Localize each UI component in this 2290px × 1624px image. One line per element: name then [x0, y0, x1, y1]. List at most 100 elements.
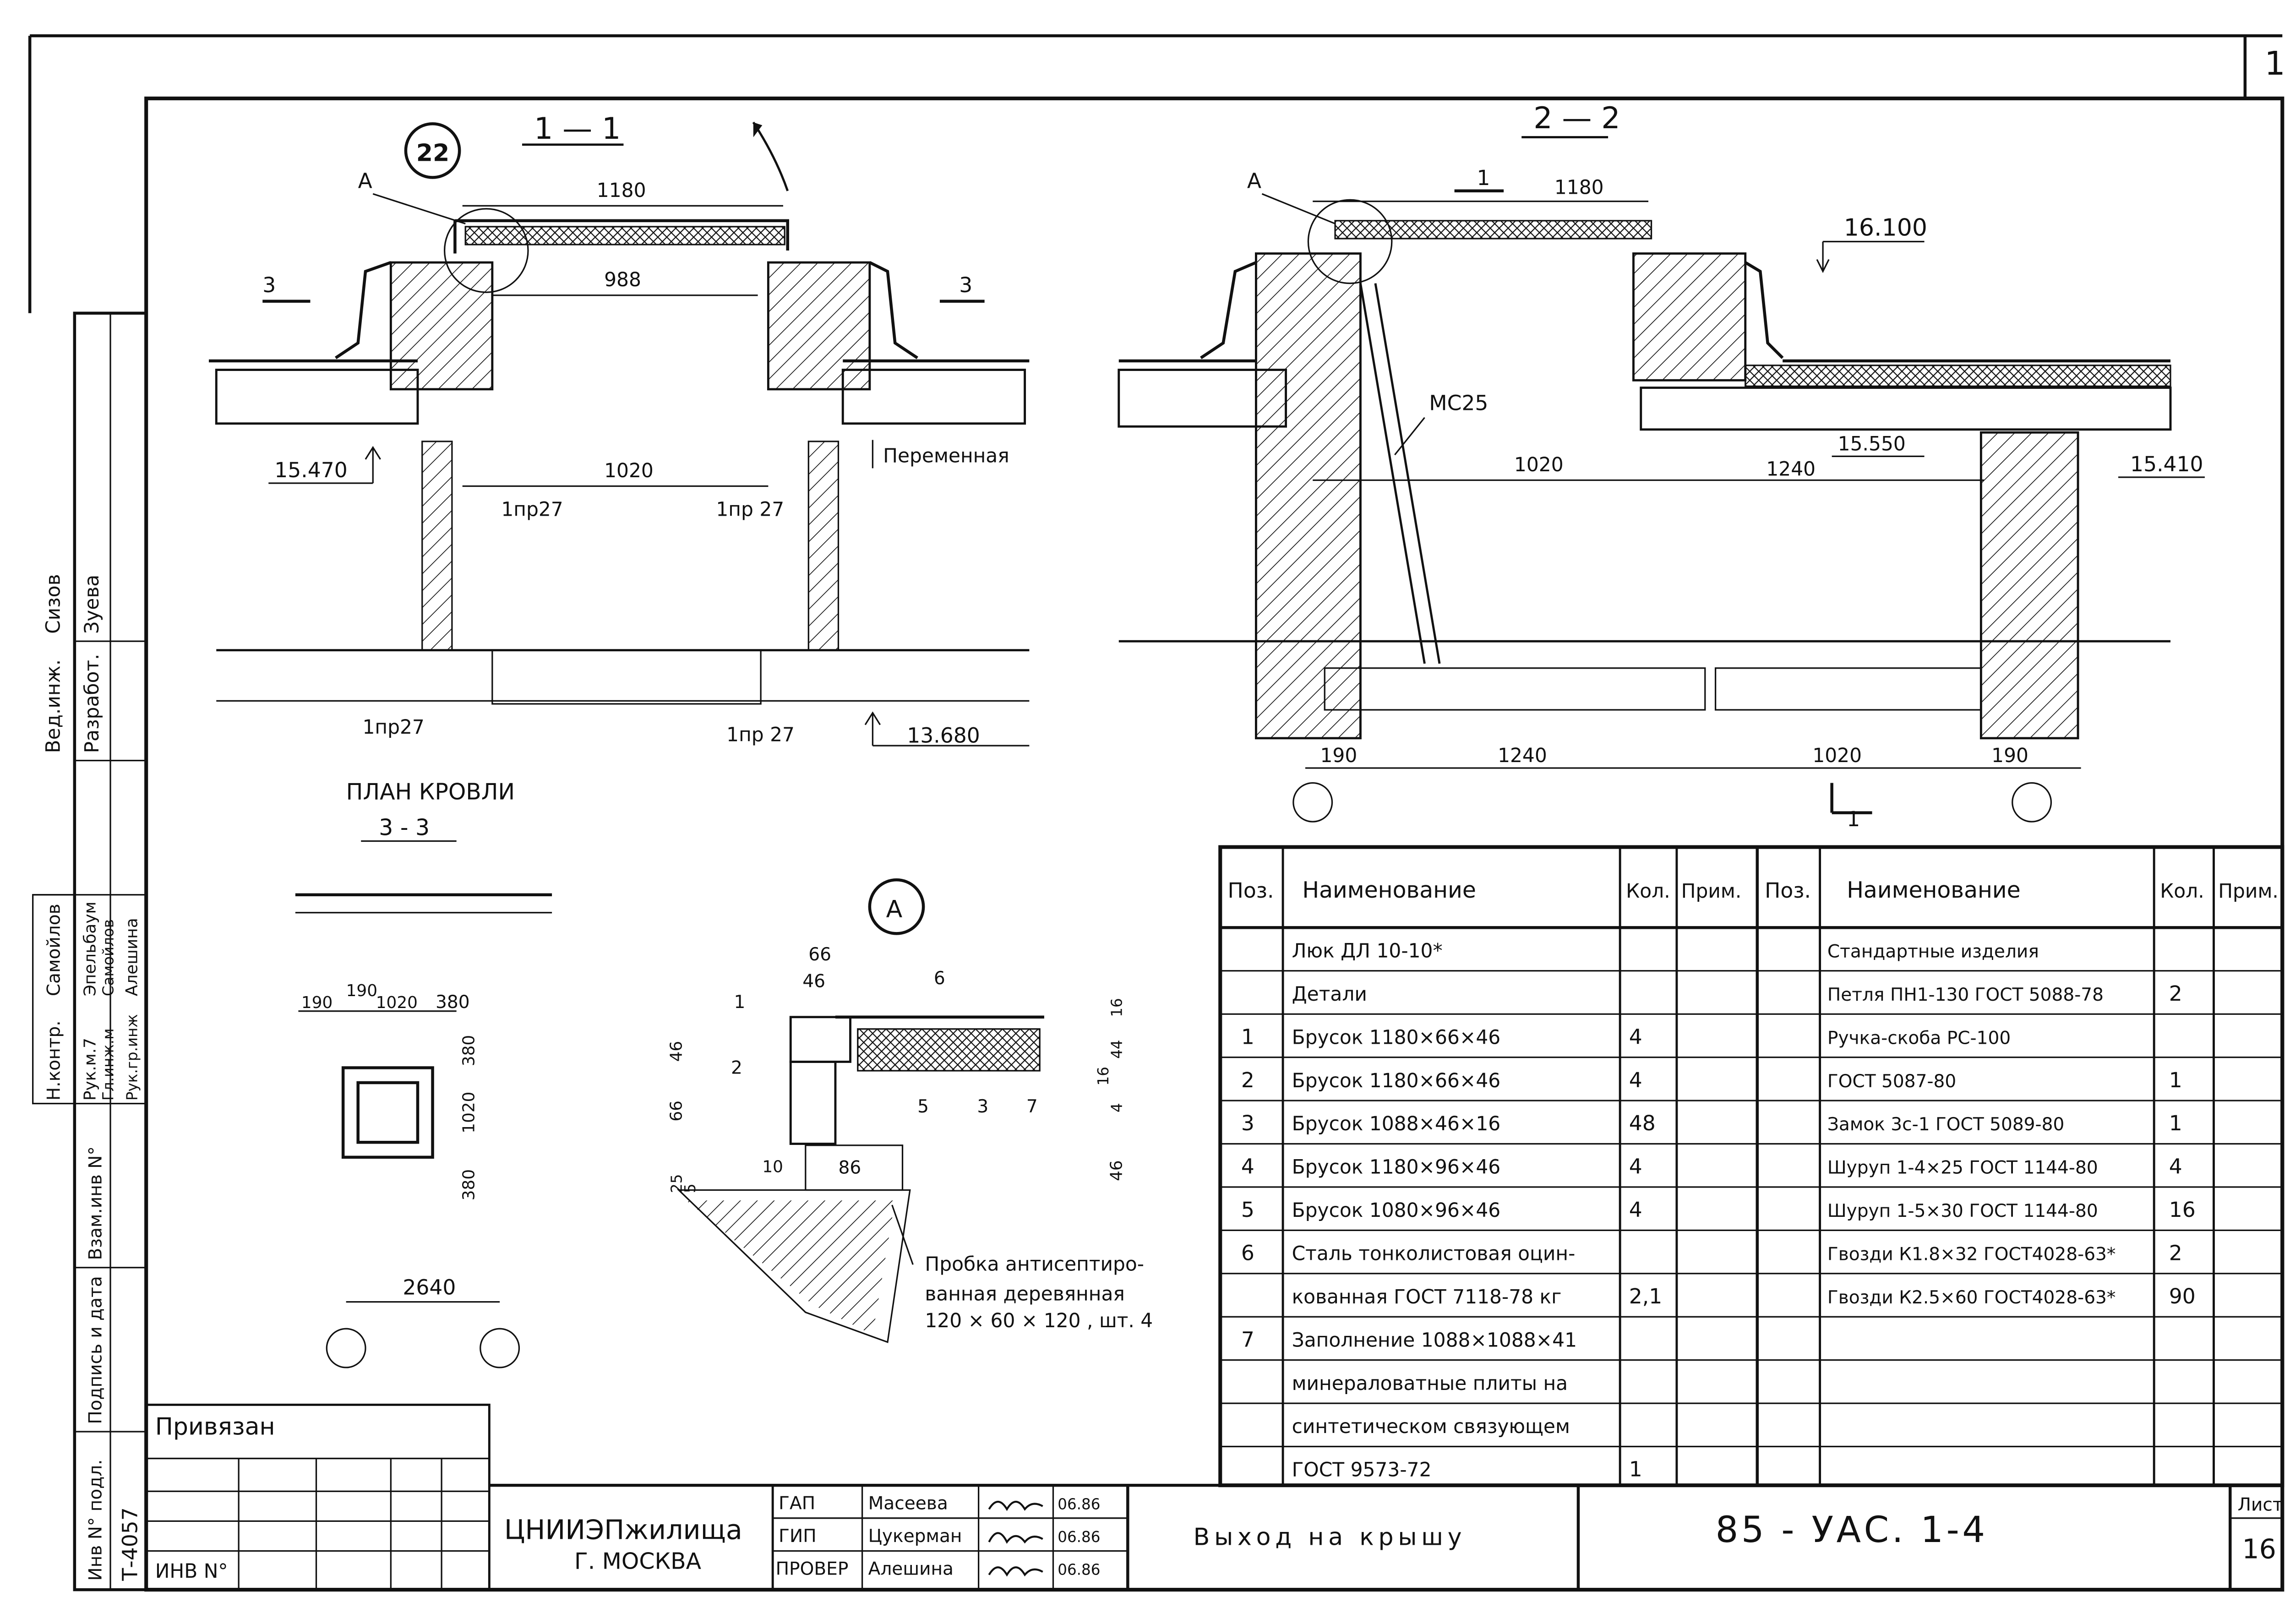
plan-d190a: 190 — [301, 993, 333, 1012]
corner-number: 1 — [2264, 44, 2285, 82]
plan-total: 2640 — [403, 1275, 456, 1299]
stamp-role-2: Гл.инж.м — [100, 1028, 117, 1101]
s1-dim-top: 1180 — [597, 179, 646, 202]
stamp-role-3: Рук.гр.инж — [124, 1014, 141, 1101]
spec-left-pos: 3 — [1241, 1111, 1254, 1135]
spec-left-qty: 48 — [1629, 1111, 1656, 1135]
spec-right-name: Гвозди К2.5×60 ГОСТ4028-63* — [1827, 1287, 2116, 1308]
approval-date-2: 06.86 — [1058, 1561, 1100, 1579]
s2-dim-top: 1180 — [1554, 176, 1604, 198]
header-note-left: Прим. — [1681, 880, 1742, 902]
spec-table: Поз. Наименование Кол. Прим. Поз. Наимен… — [1218, 845, 2285, 1488]
spec-right-qty: 1 — [2169, 1068, 2182, 1092]
node-p3: 3 — [977, 1096, 988, 1117]
section-1-title: 1 — 1 — [534, 112, 621, 146]
drawing-title: Выход на крышу — [1194, 1523, 1467, 1551]
spec-left-name: ГОСТ 9573-72 — [1292, 1459, 1432, 1481]
inv-orig-label: Инв N° подл. — [85, 1459, 106, 1580]
node-d5: 5 — [682, 1183, 699, 1193]
node-v16b: 16 — [1095, 1067, 1112, 1085]
s1-dim-inner: 988 — [604, 268, 641, 291]
bound-label: Привязан — [155, 1413, 275, 1440]
header-name-left: Наименование — [1302, 877, 1476, 903]
section-2-2: 2 — 2 А 1180 1 16.100 МС25 1020 1240 15.… — [1118, 101, 2205, 831]
spec-left-qty: 4 — [1629, 1025, 1642, 1049]
stamp-name-3: Алешина — [123, 918, 142, 996]
spec-left-pos: 4 — [1241, 1155, 1254, 1179]
document-code: 85 - УАС. 1-4 — [1716, 1509, 1988, 1551]
inv-orig-value: Т-4057 — [118, 1507, 142, 1581]
s1-cut3-right: 3 — [959, 273, 972, 297]
approval-role-1: ГИП — [779, 1526, 816, 1547]
s1-pr-bottom-right: 1пр 27 — [726, 723, 795, 746]
node-v44: 44 — [1108, 1040, 1125, 1058]
header-pos-right: Поз. — [1765, 878, 1811, 903]
node-v46: 46 — [667, 1041, 686, 1062]
node-d10: 10 — [762, 1157, 783, 1176]
title-block: Привязан ИНВ N° ЦНИИЭПжилища Г. МОСКВА Г… — [145, 1403, 2283, 1591]
s2-bot-1240: 1240 — [1498, 744, 1547, 767]
s2-span1: 1020 — [1514, 453, 1564, 476]
replace-inv-label: Взам.инв N° — [85, 1146, 106, 1260]
header-pos-left: Поз. — [1228, 878, 1274, 903]
signature-2 — [988, 1566, 1043, 1577]
plug-note-2: 120 × 60 × 120 , шт. 4 — [925, 1309, 1153, 1332]
spec-left-qty: 4 — [1629, 1068, 1642, 1092]
s2-bot-1020: 1020 — [1812, 744, 1862, 767]
spec-left-qty: 2,1 — [1629, 1284, 1662, 1308]
approval-date-0: 06.86 — [1058, 1495, 1100, 1513]
org-line1: ЦНИИЭПжилища — [504, 1514, 742, 1545]
plug-note-1: ванная деревянная — [925, 1282, 1125, 1305]
signature-1 — [988, 1532, 1043, 1544]
header-note-right: Прим. — [2218, 880, 2279, 902]
spec-left-name: минераловатные плиты на — [1292, 1372, 1568, 1395]
sheet-label: Лист — [2238, 1495, 2283, 1515]
spec-left-name: Брусок 1080×96×46 — [1292, 1199, 1501, 1221]
section-3-title: 3 - 3 — [379, 814, 430, 840]
plan-v380a: 380 — [460, 1035, 479, 1066]
approval-role-2: ПРОВЕР — [776, 1559, 849, 1580]
node-p7: 7 — [1026, 1096, 1038, 1117]
spec-right-name: Петля ПН1-130 ГОСТ 5088-78 — [1827, 985, 2104, 1005]
node-p1: 1 — [734, 992, 745, 1013]
plan-title: ПЛАН КРОВЛИ — [346, 779, 515, 805]
s1-variable: Переменная — [883, 444, 1009, 467]
stamp-role-5: Разработ. — [81, 654, 103, 753]
stamp-role-4: Вед.инж. — [42, 659, 64, 753]
node-a-label: А — [886, 896, 903, 923]
s1-pr-right: 1пр 27 — [716, 498, 784, 521]
s1-dim-opening: 1020 — [604, 459, 654, 482]
spec-right-name: Стандартные изделия — [1827, 941, 2039, 962]
node-v4: 4 — [1108, 1103, 1125, 1112]
plan-v1020: 1020 — [460, 1092, 479, 1134]
spec-left-name: Сталь тонколистовая оцин- — [1292, 1242, 1576, 1264]
s2-cut1-top: 1 — [1477, 166, 1490, 190]
spec-right-name: Шуруп 1-4×25 ГОСТ 1144-80 — [1827, 1158, 2098, 1178]
header-qty-right: Кол. — [2160, 880, 2204, 902]
spec-right-name: ГОСТ 5087-80 — [1827, 1071, 1956, 1092]
approval-name-0: Масеева — [868, 1493, 948, 1514]
s2-bot-190-right: 190 — [1991, 744, 2028, 767]
spec-right-name: Гвозди К1.8×32 ГОСТ4028-63* — [1827, 1244, 2116, 1264]
node-a: А 66 46 1 2 3 5 6 7 10 86 46 66 25 5 16 … — [667, 878, 1153, 1343]
spec-left-pos: 1 — [1241, 1025, 1254, 1049]
s2-elev-top: 16.100 — [1844, 214, 1927, 241]
spec-right-qty: 4 — [2169, 1155, 2182, 1179]
org-line2: Г. МОСКВА — [574, 1548, 701, 1575]
approval-name-2: Алешина — [868, 1559, 954, 1580]
spec-right-qty: 1 — [2169, 1111, 2182, 1135]
s2-bot-190-left: 190 — [1320, 744, 1357, 767]
node-d25: 25 — [668, 1174, 685, 1193]
spec-left-name: Заполнение 1088×1088×41 — [1292, 1329, 1577, 1351]
s1-elev-bottom: 13.680 — [907, 724, 980, 748]
sign-date-label: Подпись и дата — [85, 1276, 106, 1424]
approval-role-0: ГАП — [779, 1493, 815, 1514]
spec-left-pos: 6 — [1241, 1241, 1254, 1265]
node-p2: 2 — [731, 1057, 742, 1078]
stamp-name-0: Самойлов — [44, 904, 64, 996]
spec-left-name: синтетическом связующем — [1292, 1415, 1570, 1438]
spec-left-name: Брусок 1180×66×46 — [1292, 1026, 1501, 1048]
header-name-right: Наименование — [1847, 877, 2021, 903]
node-d46: 46 — [802, 971, 825, 992]
